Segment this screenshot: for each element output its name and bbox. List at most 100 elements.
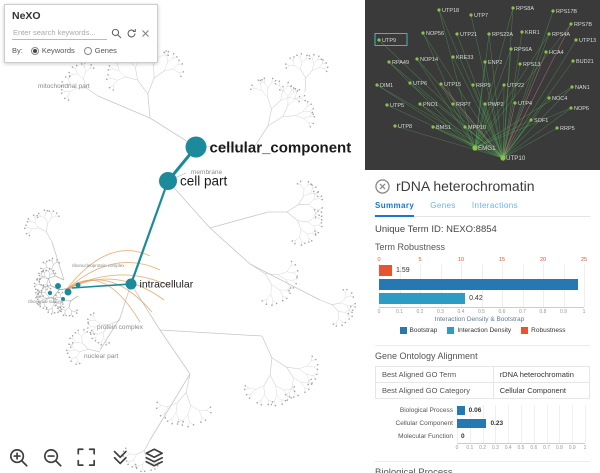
gene-node[interactable] xyxy=(439,82,443,86)
gene-node-label[interactable]: RRP9 xyxy=(476,83,491,89)
gene-node-label[interactable]: RPS17B xyxy=(556,9,577,15)
gene-node-label[interactable]: DIM1 xyxy=(380,83,393,89)
zoom-in-icon[interactable] xyxy=(8,447,29,468)
radio-genes[interactable]: Genes xyxy=(83,46,117,55)
gene-node-label[interactable]: UTP22 xyxy=(507,83,524,89)
gene-node-label[interactable]: UTP18 xyxy=(442,8,459,14)
gene-node-label[interactable]: UTP10 xyxy=(506,155,526,162)
gene-node[interactable] xyxy=(483,102,487,106)
gene-node[interactable] xyxy=(472,145,478,151)
gene-node[interactable] xyxy=(437,8,441,12)
gene-node-label[interactable]: UTP6 xyxy=(413,81,427,87)
gene-node-label[interactable]: RPS13 xyxy=(523,62,540,68)
gene-node-label[interactable]: ENP2 xyxy=(488,60,502,66)
gene-node-label[interactable]: UTP9 xyxy=(382,38,396,44)
gene-node-label[interactable]: NOP6 xyxy=(574,106,589,112)
gene-node[interactable] xyxy=(408,81,412,85)
gene-node-label[interactable]: PWP2 xyxy=(488,102,504,108)
close-detail-icon[interactable] xyxy=(375,178,390,194)
gene-node[interactable] xyxy=(415,57,419,61)
gene-node-label[interactable]: UTP7 xyxy=(474,13,488,19)
term-node[interactable] xyxy=(125,278,137,290)
zoom-out-icon[interactable] xyxy=(42,447,63,468)
gene-node[interactable] xyxy=(509,47,513,51)
gene-node[interactable] xyxy=(544,50,548,54)
collapse-icon[interactable] xyxy=(110,447,131,468)
gene-node-label[interactable]: RPS7B xyxy=(574,22,592,28)
gene-node[interactable] xyxy=(518,62,522,66)
gene-node[interactable] xyxy=(547,32,551,36)
gene-node[interactable] xyxy=(451,102,455,106)
search-input[interactable] xyxy=(12,26,107,40)
cluster-term-node[interactable] xyxy=(55,283,61,289)
close-search-icon[interactable] xyxy=(141,29,150,38)
gene-node-label[interactable]: UTP4 xyxy=(518,101,532,107)
gene-node[interactable] xyxy=(471,83,475,87)
gene-node[interactable] xyxy=(431,125,435,129)
gene-node[interactable] xyxy=(469,13,473,17)
gene-node-label[interactable]: MPP10 xyxy=(468,125,486,131)
gene-node[interactable] xyxy=(455,32,459,36)
gene-node-label[interactable]: RPS6A xyxy=(514,47,532,53)
gene-node[interactable] xyxy=(487,32,491,36)
gene-node-label[interactable]: UTP15 xyxy=(444,82,461,88)
gene-node-label[interactable]: RRP5 xyxy=(560,126,575,132)
gene-node[interactable] xyxy=(547,96,551,100)
tab-summary[interactable]: Summary xyxy=(375,201,415,217)
gene-node-label[interactable]: BUD21 xyxy=(576,59,594,65)
gene-node[interactable] xyxy=(375,83,379,87)
gene-node[interactable] xyxy=(520,30,524,34)
gene-node[interactable] xyxy=(421,31,425,35)
gene-node-label[interactable]: UTP5 xyxy=(390,103,404,109)
gene-node[interactable] xyxy=(387,60,391,64)
gene-node[interactable] xyxy=(569,106,573,110)
gene-node-label[interactable]: RPS4A xyxy=(552,32,570,38)
gene-node-label[interactable]: PNO1 xyxy=(423,102,438,108)
gene-node[interactable] xyxy=(513,101,517,105)
radio-keywords[interactable]: Keywords xyxy=(30,46,75,55)
gene-node[interactable] xyxy=(569,22,573,26)
cluster-term-node[interactable] xyxy=(75,282,81,288)
gene-node[interactable] xyxy=(500,155,506,161)
gene-node-label[interactable]: UTP8 xyxy=(398,124,412,130)
gene-node-label[interactable]: KRE33 xyxy=(456,55,473,61)
gene-node[interactable] xyxy=(451,55,455,59)
gene-node-label[interactable]: NOP56 xyxy=(426,31,444,37)
gene-node[interactable] xyxy=(570,85,574,89)
gene-node-label[interactable]: RPS8A xyxy=(516,6,534,12)
gene-node[interactable] xyxy=(574,38,578,42)
gene-node[interactable] xyxy=(511,6,515,10)
gene-node[interactable] xyxy=(571,59,575,63)
gene-node[interactable] xyxy=(529,118,533,122)
layers-icon[interactable] xyxy=(144,447,165,468)
gene-node-label[interactable]: BMS1 xyxy=(436,125,451,131)
gene-node[interactable] xyxy=(393,124,397,128)
gene-node-label[interactable]: NOP14 xyxy=(420,57,438,63)
gene-node[interactable] xyxy=(385,103,389,107)
gene-node-label[interactable]: UTP21 xyxy=(460,32,477,38)
gene-node[interactable] xyxy=(483,60,487,64)
gene-node[interactable] xyxy=(377,38,381,42)
gene-node-label[interactable]: EMG1 xyxy=(478,145,496,152)
gene-node[interactable] xyxy=(502,83,506,87)
gene-node-label[interactable]: UTP13 xyxy=(579,38,596,44)
cluster-term-node[interactable] xyxy=(61,297,65,301)
reset-search-icon[interactable] xyxy=(126,28,137,39)
tab-interactions[interactable]: Interactions xyxy=(471,201,518,210)
gene-node-label[interactable]: KRR1 xyxy=(525,30,540,36)
gene-node[interactable] xyxy=(551,9,555,13)
fit-to-window-icon[interactable] xyxy=(76,447,97,468)
term-node[interactable] xyxy=(185,136,207,158)
gene-node-label[interactable]: NAN1 xyxy=(575,85,590,91)
gene-node[interactable] xyxy=(463,125,467,129)
gene-node-label[interactable]: RRP7 xyxy=(456,102,471,108)
cluster-term-node[interactable] xyxy=(47,290,53,296)
gene-node-label[interactable]: SOF1 xyxy=(534,118,548,124)
gene-node-label[interactable]: RPS22A xyxy=(492,32,513,38)
gene-node-label[interactable]: NOC4 xyxy=(552,96,567,102)
cluster-term-node[interactable] xyxy=(64,288,72,296)
